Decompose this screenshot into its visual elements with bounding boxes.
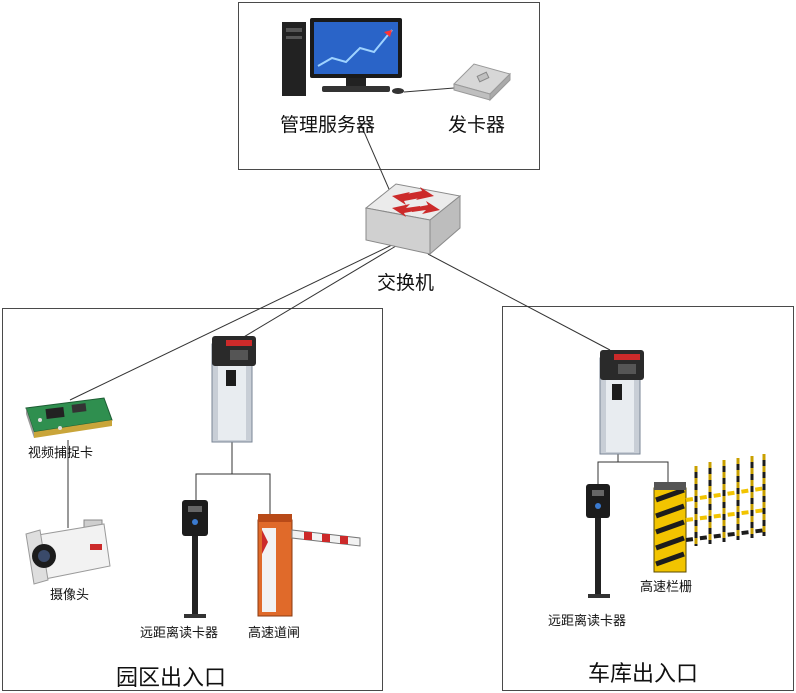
- link-switch-right-terminal: [427, 253, 611, 351]
- garage-entrance-box: [502, 306, 794, 691]
- card-issuer-label: 发卡器: [448, 114, 506, 136]
- camera-label: 摄像头: [50, 588, 90, 603]
- link-right-branch: [597, 461, 669, 484]
- fence-gate-label: 高速栏栅: [640, 580, 693, 595]
- left-reader-label: 远距离读卡器: [140, 626, 219, 641]
- computer-icon: [282, 18, 404, 96]
- link-switch-left-terminal: [231, 245, 397, 345]
- fence-gate-icon: [653, 454, 767, 573]
- connection-lines: [67, 87, 669, 528]
- card-issuer-icon: [453, 63, 511, 102]
- server-label: 管理服务器: [280, 114, 376, 136]
- park-entrance-label: 园区出入口: [116, 666, 227, 691]
- right-reader-label: 远距离读卡器: [548, 614, 627, 629]
- network-switch-icon: [364, 183, 462, 256]
- ticket-terminal-icon: [211, 336, 256, 443]
- barrier-gate-icon: [257, 514, 361, 617]
- barrier-gate-label: 高速道闸: [248, 626, 301, 641]
- card-reader-icon-right: [586, 484, 610, 598]
- card-reader-icon: [182, 500, 208, 618]
- link-pc-card-issuer: [403, 87, 455, 93]
- link-left-branch: [195, 473, 271, 520]
- video-card-label: 视频捕捉卡: [28, 446, 94, 461]
- ticket-terminal-icon-right: [599, 350, 644, 455]
- park-entrance-box: [2, 308, 383, 691]
- capture-card-icon: [25, 397, 113, 438]
- security-camera-icon: [25, 519, 111, 585]
- garage-entrance-label: 车库出入口: [588, 662, 699, 687]
- link-server-switch: [357, 117, 393, 197]
- link-switch-capture-card: [69, 243, 395, 401]
- server-room-box: [238, 2, 540, 170]
- switch-label: 交换机: [377, 272, 435, 294]
